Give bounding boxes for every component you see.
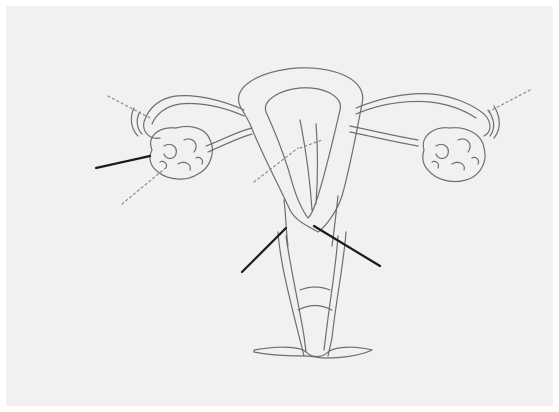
dotted-pointer-fallopian-tube-left [108,96,150,118]
vaginal-canal [278,232,304,356]
dotted-pointer-ovary-left [122,166,168,204]
left-fallopian-tube [144,96,244,139]
uterus-inner-wall [265,88,340,218]
right-ovary [423,128,485,182]
right-ovarian-ligament [350,126,418,140]
left-ovary [150,127,212,180]
dotted-pointer-ovary-right-tube [488,90,530,112]
solid-pointer-left-ovary [96,156,150,168]
uterine-cavity [300,120,312,210]
dotted-pointer-uterus-wall [254,148,298,182]
solid-pointer-cervical-canal [314,226,380,266]
uterus-outline [238,68,362,232]
vaginal-opening [254,347,372,358]
